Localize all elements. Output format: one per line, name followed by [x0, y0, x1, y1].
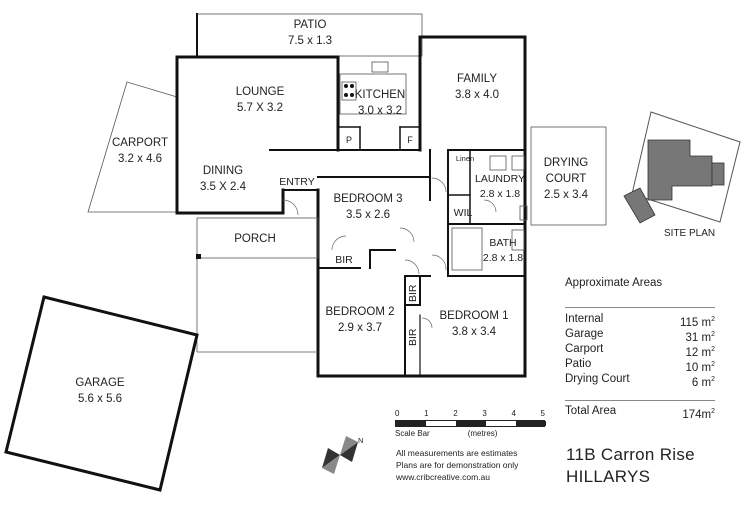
- address-suburb: HILLARYS: [566, 467, 651, 486]
- bedroom3-label: BEDROOM 3: [333, 193, 402, 205]
- scale-bar-ticks: 0 1 2 3 4 5: [395, 409, 545, 418]
- family-size: 3.8 x 4.0: [455, 89, 499, 101]
- bath-size: 2.8 x 1.8: [483, 252, 523, 264]
- scale-tick: 2: [453, 409, 458, 418]
- entry-label: ENTRY: [279, 176, 314, 188]
- kitchen-size: 3.0 x 3.2: [358, 105, 402, 117]
- garage-size: 5.6 x 5.6: [78, 393, 122, 405]
- address-street: 11B Carron Rise: [566, 445, 695, 464]
- pantry-label: P: [346, 135, 352, 145]
- dining-size: 3.5 X 2.4: [200, 181, 247, 193]
- garage-area: [4, 295, 199, 492]
- areas-row: Garage 31 m2: [565, 327, 716, 344]
- lounge-size: 5.7 X 3.2: [237, 102, 283, 114]
- scale-bar-label: Scale Bar: [395, 429, 430, 438]
- areas-row-label: Patio: [565, 358, 592, 370]
- scale-tick: 3: [482, 409, 487, 418]
- areas-row-value: 6 m2: [691, 376, 715, 389]
- note-website: www.cribcreative.com.au: [396, 472, 491, 482]
- patio-label: PATIO: [294, 19, 327, 31]
- areas-row: Internal 115 m2: [565, 312, 715, 329]
- areas-row: Patio 10 m2: [565, 357, 716, 374]
- bedroom3-size: 3.5 x 2.6: [346, 209, 390, 221]
- areas-row-value: 115 m2: [679, 316, 715, 329]
- areas-total-value: 174m2: [682, 408, 715, 421]
- scale-bar: 0 1 2 3 4 5 Scale Bar (metres): [395, 409, 555, 438]
- bedroom1-label: BEDROOM 1: [439, 310, 508, 322]
- dining-label: DINING: [203, 165, 243, 177]
- areas-row-label: Drying Court: [565, 373, 630, 385]
- site-plan-inset: [623, 111, 741, 224]
- scale-bar-graphic: [395, 420, 546, 427]
- disclaimer-notes: All measurements are estimates Plans are…: [396, 447, 518, 483]
- linen-label: Linen: [456, 154, 474, 163]
- bedroom1-size: 3.8 x 3.4: [452, 326, 497, 338]
- carport-area: [87, 81, 178, 213]
- scale-bar-units: (metres): [467, 429, 498, 438]
- svg-text:N: N: [358, 436, 363, 445]
- bedroom2-size: 2.9 x 3.7: [338, 322, 382, 334]
- bedroom2-label: BEDROOM 2: [325, 306, 394, 318]
- garage-label: GARAGE: [75, 377, 125, 389]
- porch-label: PORCH: [234, 233, 276, 245]
- areas-row-value: 31 m2: [685, 331, 716, 344]
- scale-tick: 5: [540, 409, 545, 418]
- drying-court-label: DRYING: [544, 157, 589, 169]
- carport-label: CARPORT: [112, 137, 168, 149]
- scale-tick: 4: [511, 409, 516, 418]
- door-swings: [282, 155, 528, 329]
- bir-bed1-label: BIR: [407, 328, 419, 346]
- wil-label: WIL: [454, 207, 473, 219]
- note-line: All measurements are estimates: [396, 448, 518, 458]
- note-line: Plans are for demonstration only: [396, 460, 519, 470]
- scale-tick: 1: [424, 409, 429, 418]
- areas-row-value: 10 m2: [685, 361, 716, 374]
- house-walls: [175, 35, 527, 378]
- drying-court-size: 2.5 x 3.4: [544, 189, 589, 201]
- scale-tick: 0: [395, 409, 400, 418]
- areas-row-label: Internal: [565, 313, 604, 325]
- bath-label: BATH: [489, 237, 516, 249]
- areas-table: Approximate Areas Internal 115 m2 Garage…: [565, 277, 716, 421]
- patio-size: 7.5 x 1.3: [288, 35, 332, 47]
- site-plan-label: SITE PLAN: [664, 228, 716, 239]
- fridge-label: F: [407, 135, 413, 145]
- bir-bed2-label: BIR: [407, 284, 419, 302]
- property-address: 11B Carron Rise HILLARYS: [566, 444, 695, 488]
- laundry-size: 2.8 x 1.8: [480, 188, 520, 200]
- laundry-label: LAUNDRY: [475, 173, 525, 185]
- bir-bed3-label: BIR: [335, 254, 353, 266]
- drying-court-label-2: COURT: [546, 173, 587, 185]
- areas-row-label: Garage: [565, 328, 604, 340]
- areas-title: Approximate Areas: [565, 277, 663, 289]
- areas-row-label: Carport: [565, 343, 604, 355]
- areas-total-row: Total Area 174m2: [565, 400, 715, 421]
- areas-total-label: Total Area: [565, 405, 617, 417]
- carport-size: 3.2 x 4.6: [118, 153, 162, 165]
- north-arrow-icon: N: [322, 436, 363, 474]
- areas-row: Drying Court 6 m2: [565, 372, 715, 389]
- kitchen-label: KITCHEN: [355, 89, 405, 101]
- areas-divider: [565, 307, 715, 308]
- family-label: FAMILY: [457, 73, 497, 85]
- areas-row-value: 12 m2: [685, 346, 716, 359]
- lounge-label: LOUNGE: [236, 86, 285, 98]
- drying-court-area: [530, 126, 607, 226]
- areas-row: Carport 12 m2: [565, 342, 716, 359]
